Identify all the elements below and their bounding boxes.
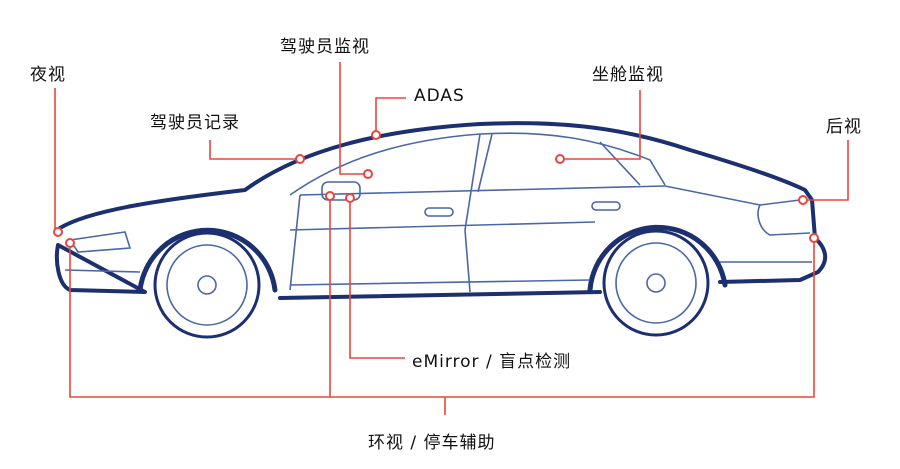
adas-camera-point xyxy=(371,130,381,140)
label-rear-view: 后视 xyxy=(826,117,862,137)
label-driver-recording: 驾驶员记录 xyxy=(150,113,240,133)
label-adas: ADAS xyxy=(414,86,465,106)
label-emirror-blind-spot: eMirror / 盲点检测 xyxy=(412,352,572,372)
mirror-surround-camera-point xyxy=(325,191,335,201)
camera-points xyxy=(53,130,819,248)
car-details xyxy=(64,132,812,339)
rear-view-camera-point xyxy=(798,195,808,205)
label-night-vision: 夜视 xyxy=(30,65,66,85)
label-cabin-monitoring: 坐舱监视 xyxy=(592,65,664,85)
front-surround-camera-point xyxy=(65,238,75,248)
rear-surround-camera-point xyxy=(809,233,819,243)
driver-monitoring-camera-point xyxy=(363,169,373,179)
label-driver-monitoring: 驾驶员监视 xyxy=(280,37,370,57)
label-surround-parking: 环视 / 停车辅助 xyxy=(368,433,496,453)
night-vision-camera-point xyxy=(53,227,63,237)
driver-recording-camera-point xyxy=(295,154,305,164)
car-body xyxy=(54,121,828,300)
emirror-camera-point xyxy=(345,193,355,203)
cabin-monitoring-camera-point xyxy=(555,154,565,164)
